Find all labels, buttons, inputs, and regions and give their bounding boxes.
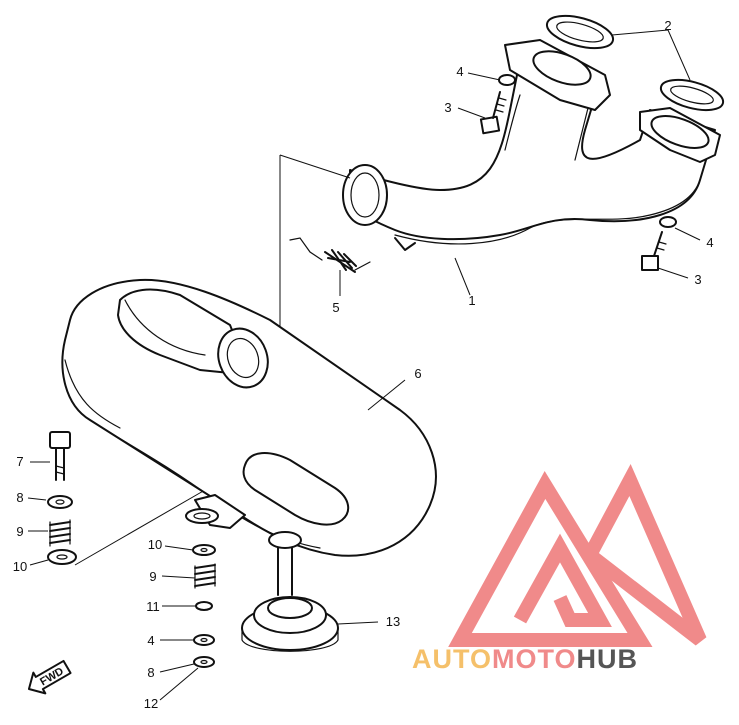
watermark-logo	[448, 463, 707, 647]
watermark-moto: MOTO	[492, 644, 577, 674]
part-label-3b: 3	[694, 272, 701, 287]
spring-center-9	[194, 563, 216, 589]
part-label-10b: 10	[148, 537, 162, 552]
part-label-10a: 10	[13, 559, 27, 574]
svg-text:AUTOMOTOHUB: AUTOMOTOHUB	[412, 644, 638, 674]
drain-pipe	[277, 547, 293, 596]
part-label-8a: 8	[16, 490, 23, 505]
washer-center-8	[193, 656, 215, 668]
part-label-4c: 4	[147, 633, 154, 648]
watermark-auto: AUTO	[412, 644, 492, 674]
washer-left-8	[47, 495, 73, 509]
lock-washer-center	[193, 634, 215, 646]
part-label-7: 7	[16, 454, 23, 469]
part-label-11: 11	[146, 599, 160, 614]
gasket-lower	[659, 78, 725, 112]
part-label-8b: 8	[147, 665, 154, 680]
part-leaders	[27, 29, 701, 701]
watermark-hub: HUB	[577, 644, 639, 674]
bolt-long	[49, 431, 71, 481]
part-label-4b: 4	[706, 235, 713, 250]
bolt-upper	[479, 91, 507, 135]
part-label-12: 12	[144, 696, 158, 711]
bolt-lower	[641, 231, 667, 271]
muffler-damper	[241, 596, 339, 652]
part-labels: 2 4 3 4 3 1 5 6 7 8 9 10 10 9 11 4 8 12 …	[13, 18, 714, 711]
muffler	[61, 278, 437, 557]
part-label-5: 5	[332, 300, 339, 315]
lock-washer-lower	[659, 216, 677, 228]
fwd-arrow-badge: FWD	[27, 659, 72, 695]
lock-washer-upper	[498, 74, 516, 86]
part-label-9a: 9	[16, 524, 23, 539]
gasket-upper	[545, 14, 615, 50]
part-label-3a: 3	[444, 100, 451, 115]
spring-hook	[289, 237, 371, 273]
part-label-13: 13	[386, 614, 400, 629]
watermark-text: AUTOMOTOHUB	[412, 644, 638, 674]
part-label-6: 6	[414, 366, 421, 381]
washer-center-10	[192, 544, 216, 556]
part-label-2: 2	[664, 18, 671, 33]
washer-center-top	[185, 508, 219, 524]
part-label-9b: 9	[149, 569, 156, 584]
washer-center-11	[195, 601, 213, 611]
part-label-1: 1	[468, 293, 475, 308]
part-label-4a: 4	[456, 64, 463, 79]
washer-left-10	[47, 549, 77, 565]
spring-left-9	[49, 519, 71, 547]
exhaust-pipe	[342, 39, 721, 251]
